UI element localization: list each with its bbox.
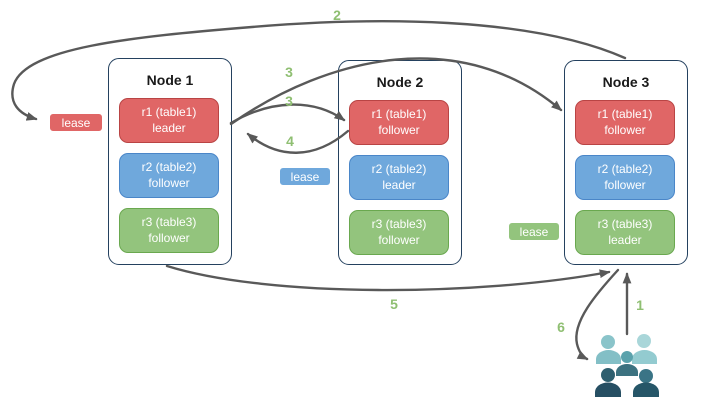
arrow-step-2-node3-to-lease1 (11, 20, 627, 121)
step-label-5: 5 (390, 296, 398, 312)
node-2-title: Node 2 (376, 74, 424, 90)
node3-r2-replica: r2 (table2) follower (575, 155, 675, 200)
replica-range-label: r1 (table1) (141, 104, 197, 119)
replica-role-label: leader (152, 120, 186, 135)
node2-r3-replica: r3 (table3) follower (349, 210, 449, 255)
node1-r1-replica: r1 (table1) leader (119, 98, 219, 143)
node-1-title: Node 1 (146, 72, 194, 88)
node1-r2-replica: r2 (table2) follower (119, 153, 219, 198)
replica-role-label: follower (378, 122, 420, 137)
users-group-icon (595, 334, 659, 397)
step-label-6: 6 (557, 319, 565, 335)
node-3-box: Node 3 r1 (table1) follower r2 (table2) … (564, 60, 688, 265)
replica-role-label: follower (604, 122, 646, 137)
step-label-4: 4 (286, 133, 294, 149)
replica-range-label: r2 (table2) (597, 161, 653, 176)
replica-role-label: follower (604, 177, 646, 192)
node-1-box: Node 1 r1 (table1) leader r2 (table2) fo… (108, 58, 232, 265)
replica-role-label: leader (608, 232, 642, 247)
node-3-title: Node 3 (602, 74, 650, 90)
step-label-1: 1 (636, 297, 644, 313)
node3-r1-replica: r1 (table1) follower (575, 100, 675, 145)
step-label-3a: 3 (285, 64, 293, 80)
step-label-3b: 3 (285, 93, 293, 109)
replica-range-label: r3 (table3) (141, 214, 197, 229)
node1-r3-replica: r3 (table3) follower (119, 208, 219, 253)
arrow-step-4-node2-to-leader (246, 129, 350, 154)
replica-role-label: follower (148, 230, 190, 245)
replica-range-label: r3 (table3) (597, 216, 653, 231)
node-2-box: Node 2 r1 (table1) follower r2 (table2) … (338, 60, 462, 265)
replica-range-label: r1 (table1) (597, 106, 653, 121)
replica-role-label: leader (382, 177, 416, 192)
step-label-2: 2 (333, 7, 341, 23)
replica-role-label: follower (148, 175, 190, 190)
lease-badge-r1: lease (48, 112, 104, 133)
node3-r3-replica: r3 (table3) leader (575, 210, 675, 255)
replica-range-label: r2 (table2) (141, 159, 197, 174)
replica-role-label: follower (378, 232, 420, 247)
node2-r2-replica: r2 (table2) leader (349, 155, 449, 200)
replica-range-label: r2 (table2) (371, 161, 427, 176)
lease-badge-r2: lease (278, 166, 332, 187)
arrow-step-5-node1-to-node3 (165, 264, 611, 292)
lease-badge-r3: lease (507, 221, 561, 242)
replica-range-label: r3 (table3) (371, 216, 427, 231)
replica-range-label: r1 (table1) (371, 106, 427, 121)
node2-r1-replica: r1 (table1) follower (349, 100, 449, 145)
